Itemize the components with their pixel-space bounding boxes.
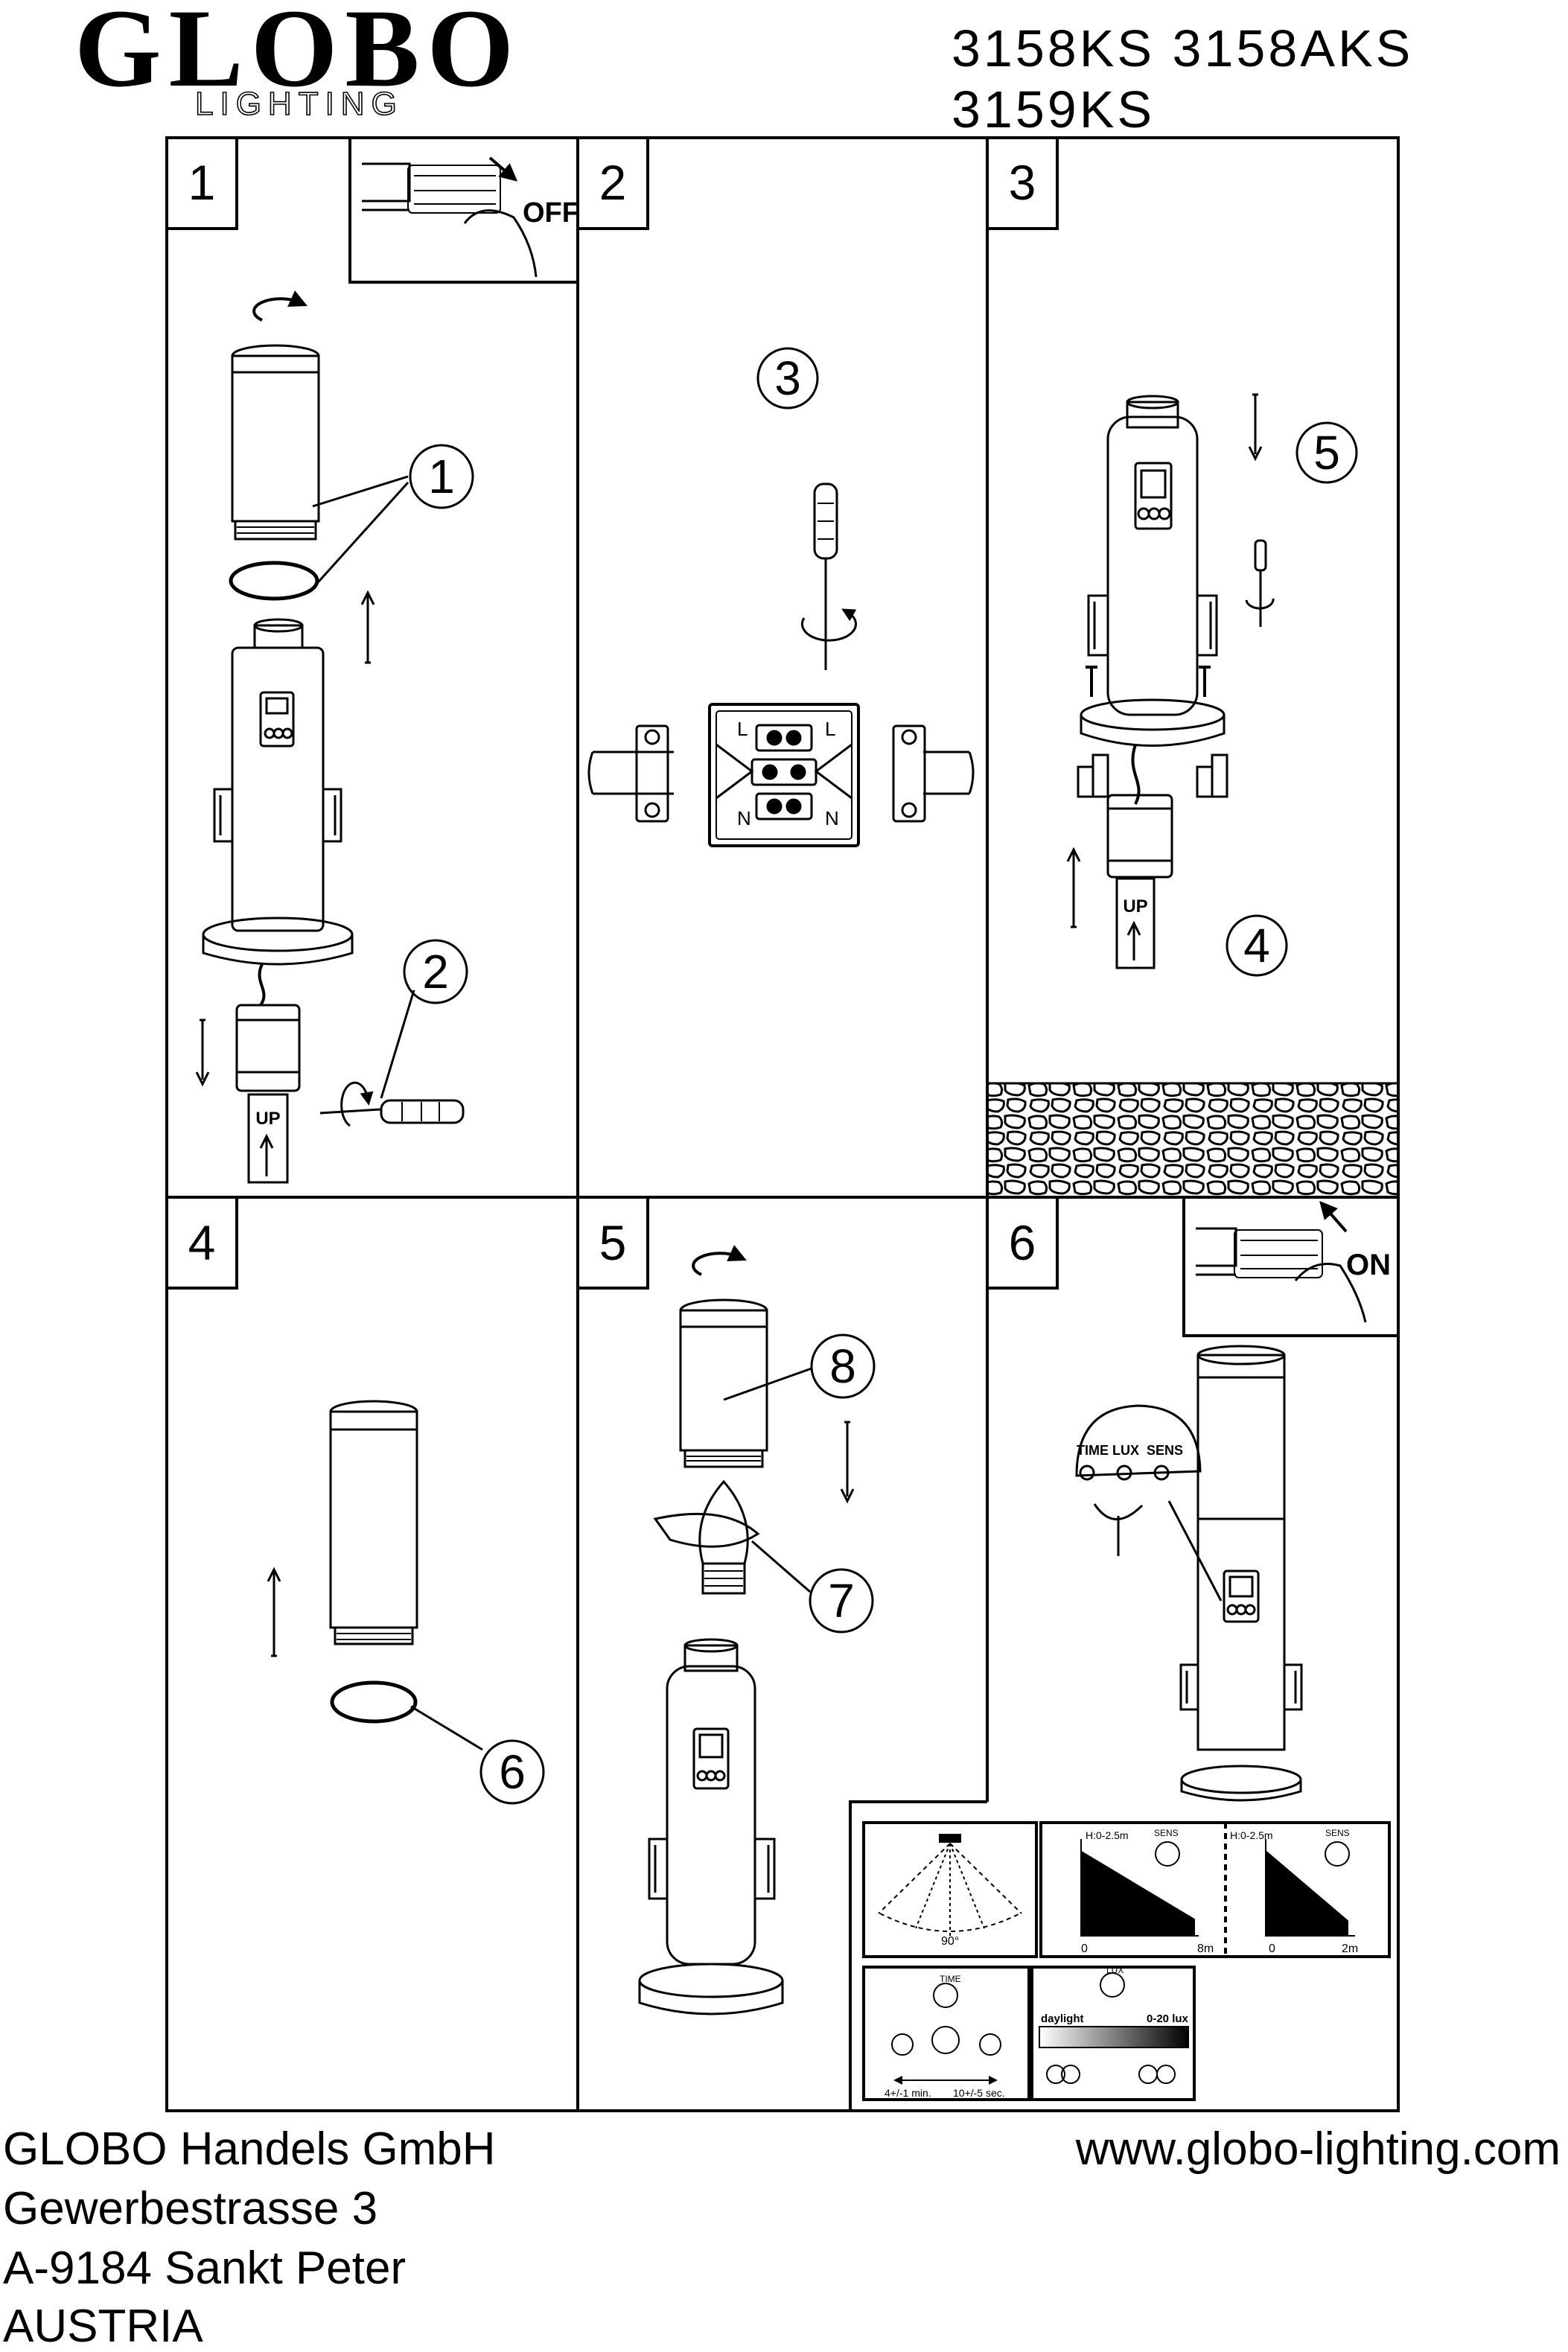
- callout-1: 1: [428, 450, 455, 503]
- off-label: OFF: [523, 197, 579, 229]
- panel1-drawing: UP: [195, 156, 538, 1184]
- sensor-time-label: TIME: [1077, 1443, 1109, 1458]
- panel5-drawing: [638, 1245, 876, 2015]
- step-number-2: 2: [599, 155, 627, 210]
- step-number-3: 3: [1009, 155, 1036, 210]
- callout-8: 8: [829, 1339, 856, 1393]
- distance-zero-2: 0: [1269, 1943, 1275, 1955]
- company-street: Gewerbestrasse 3: [3, 2183, 378, 2234]
- up-label-2: UP: [1123, 896, 1147, 917]
- terminal-l-label: L: [737, 718, 748, 740]
- sens-label-2: SENS: [1325, 1828, 1350, 1838]
- diagram-labels: OFF ON TIME LUX SENS 90° H:0-2.5m H:0-2.…: [523, 197, 1391, 2099]
- settings-diagrams: [878, 1834, 1355, 2085]
- company-country: AUSTRIA: [3, 2301, 203, 2352]
- time-knob-label: TIME: [940, 1974, 961, 1984]
- sensor-lux-label: LUX: [1112, 1443, 1139, 1458]
- lux-range-label: 0-20 lux: [1147, 2012, 1189, 2025]
- up-label-1: UP: [255, 1109, 280, 1129]
- time-range-max: 10+/-5 sec.: [953, 2087, 1005, 2099]
- model-numbers-line1: 3158KS 3158AKS: [952, 19, 1414, 77]
- terminal-n-label-2: N: [825, 807, 839, 829]
- height-label-1: H:0-2.5m: [1086, 1829, 1129, 1841]
- daylight-label: daylight: [1041, 2012, 1084, 2025]
- distance-8m: 8m: [1197, 1943, 1214, 1955]
- callout-2: 2: [422, 945, 449, 998]
- terminal-n-label: N: [737, 807, 751, 829]
- company-name: GLOBO Handels GmbH: [3, 2123, 496, 2175]
- time-range-min: 4+/-1 min.: [885, 2087, 931, 2099]
- step-number-4: 4: [188, 1215, 216, 1270]
- callout-numbers: 1 2 3 5 4 6 8 7: [422, 351, 1340, 1799]
- callout-6: 6: [499, 1745, 526, 1799]
- brand-logo: GLOBO: [74, 0, 522, 110]
- model-numbers-line2: 3159KS: [952, 80, 1156, 138]
- brand-sublogo: LIGHTING: [194, 86, 404, 122]
- stone-wall-pattern: [989, 1083, 1398, 1196]
- angle-label: 90°: [941, 1935, 959, 1948]
- on-label: ON: [1346, 1249, 1391, 1281]
- lux-knob-label: LUX: [1106, 1965, 1124, 1975]
- callout-4: 4: [1243, 919, 1270, 972]
- step-number-5: 5: [599, 1215, 627, 1270]
- step-numbers: 1 2 3 4 5 6: [188, 155, 1036, 1270]
- panel2-drawing: L L N N: [587, 347, 975, 847]
- height-label-2: H:0-2.5m: [1230, 1829, 1273, 1841]
- callout-7: 7: [828, 1574, 855, 1628]
- terminal-l-label-2: L: [825, 718, 835, 740]
- panel6-drawing: [1075, 1200, 1367, 1802]
- panel3-drawing: UP: [1066, 393, 1358, 977]
- sens-label-1: SENS: [1154, 1828, 1179, 1838]
- sensor-sens-label: SENS: [1147, 1443, 1183, 1458]
- step-number-1: 1: [188, 155, 216, 210]
- callout-5: 5: [1313, 426, 1340, 479]
- website-link[interactable]: www.globo-lighting.com: [1075, 2123, 1561, 2175]
- distance-2m: 2m: [1342, 1943, 1358, 1955]
- panel4-drawing: [267, 1400, 545, 1805]
- distance-zero-1: 0: [1081, 1943, 1088, 1955]
- step-number-6: 6: [1009, 1215, 1036, 1270]
- company-city: A-9184 Sankt Peter: [3, 2243, 407, 2294]
- callout-3: 3: [774, 351, 801, 405]
